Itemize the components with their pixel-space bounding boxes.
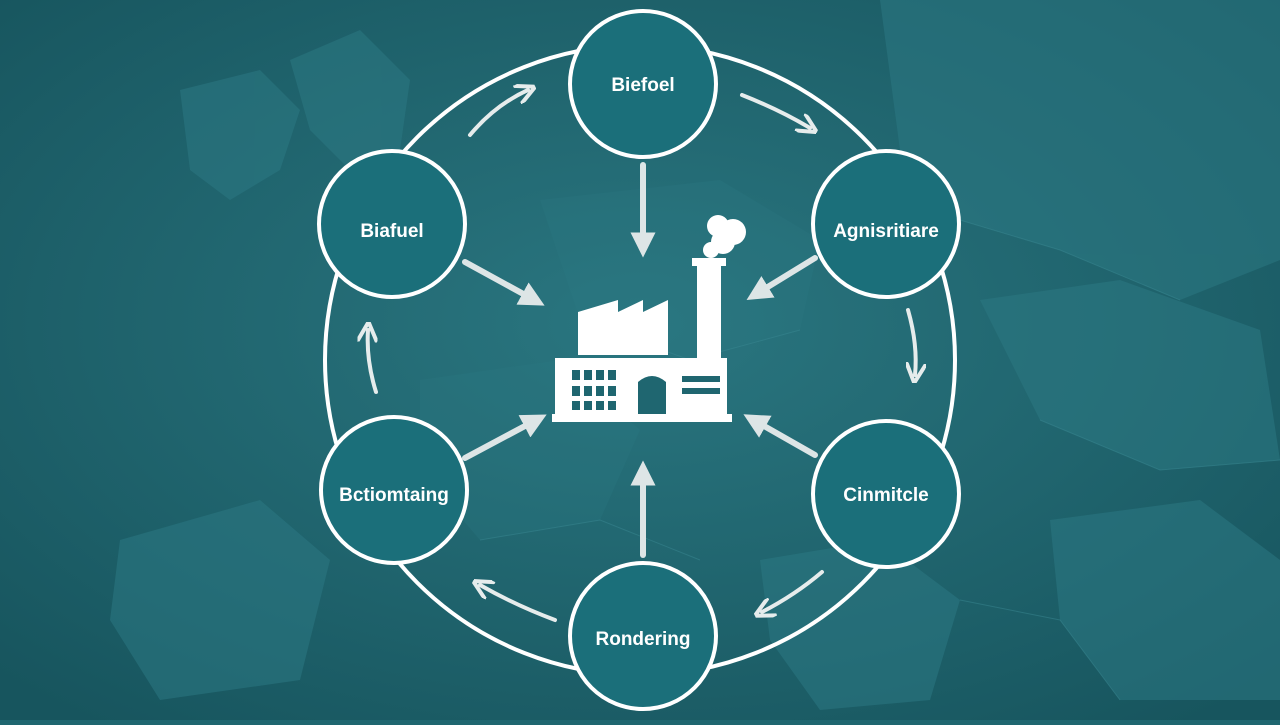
node-left-lower-label: Bctiomtaing xyxy=(339,485,449,506)
inward-arrows xyxy=(462,162,818,558)
node-top-label: Biefoel xyxy=(611,75,674,96)
background-map xyxy=(110,0,1280,710)
cycle-arrows xyxy=(368,90,916,622)
arrow-from-right-lower xyxy=(743,414,818,458)
node-left-upper[interactable]: Biafuel xyxy=(317,149,467,299)
cycle-arrow-top-left xyxy=(468,90,528,137)
node-bottom-label: Rondering xyxy=(596,629,691,650)
node-right-lower-label: Cinmitcle xyxy=(843,485,929,506)
arrow-from-left-upper xyxy=(462,259,545,306)
arrow-from-left-lower xyxy=(462,414,547,461)
cycle-arrow-left xyxy=(368,330,376,394)
node-right-lower[interactable]: Cinmitcle xyxy=(811,419,961,569)
node-bottom[interactable]: Rondering xyxy=(568,561,718,711)
cycle-arrow-top-right xyxy=(740,93,810,128)
cycle-arrow-bottom-right xyxy=(762,570,824,612)
node-left-upper-label: Biafuel xyxy=(360,221,423,242)
node-left-lower[interactable]: Bctiomtaing xyxy=(319,415,469,565)
cycle-arrow-right xyxy=(908,308,916,375)
factory-icon xyxy=(552,215,746,422)
smoke-icon xyxy=(703,215,746,258)
cycle-arrow-bottom-left xyxy=(480,585,557,622)
arrow-from-right-upper xyxy=(746,255,818,300)
node-right-upper[interactable]: Agnisritiare xyxy=(811,149,961,299)
node-right-upper-label: Agnisritiare xyxy=(833,221,939,242)
node-top[interactable]: Biefoel xyxy=(568,9,718,159)
